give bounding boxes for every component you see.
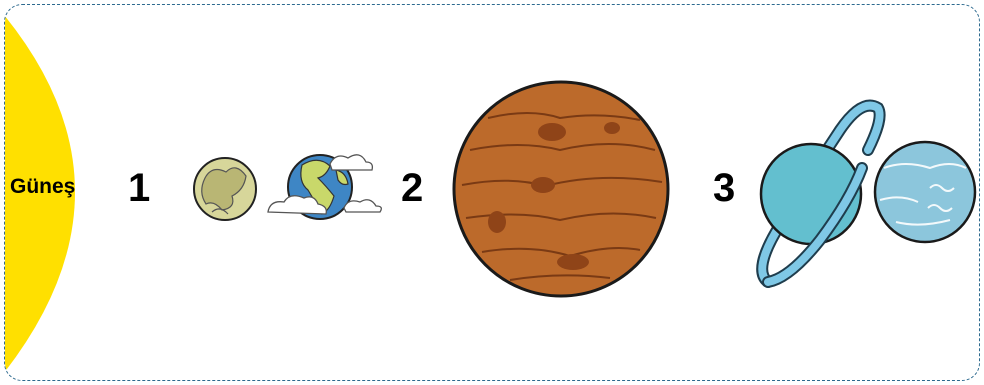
blue-planet-icon [875,142,975,242]
giant-planet-icon [454,82,668,296]
earth-icon [268,155,381,219]
group-number-3: 3 [713,166,735,211]
sun-label: Güneş [10,175,75,199]
small-planet-icon [194,158,256,220]
ringed-planet-icon [761,106,880,282]
group-number-1: 1 [128,166,150,211]
group-number-2: 2 [401,166,423,211]
